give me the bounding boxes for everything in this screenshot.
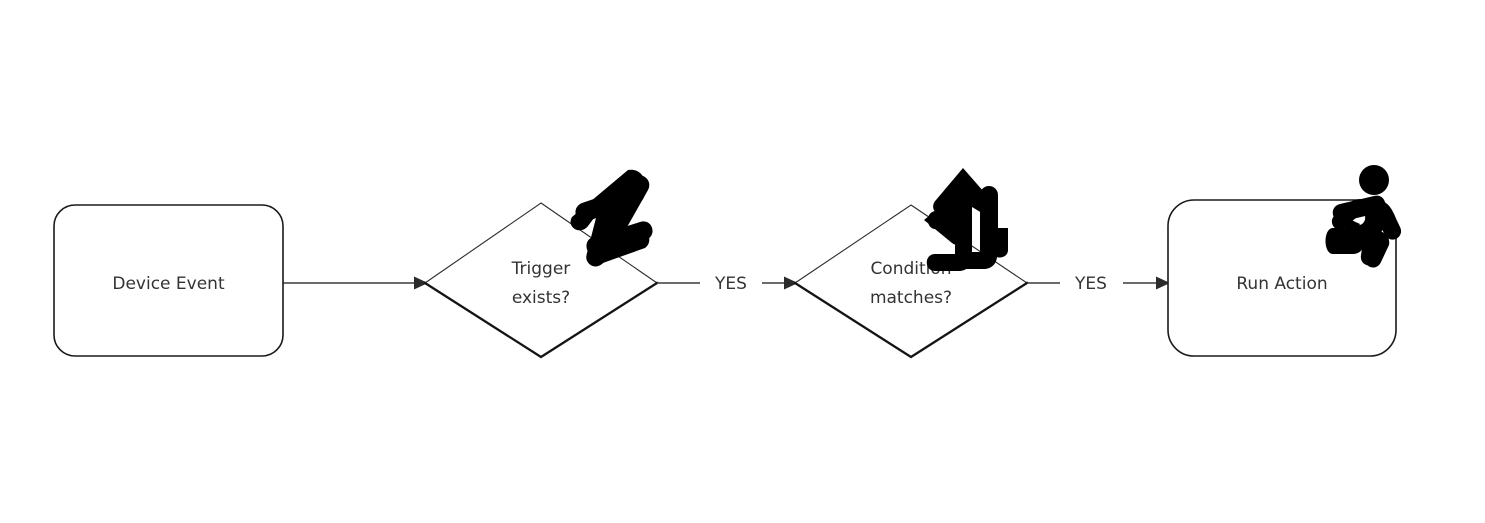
node-run-action[interactable]: Run Action (1167, 199, 1397, 357)
lightning-bolt-glyph-crossbar (575, 185, 645, 222)
runner-shoe (1325, 228, 1367, 254)
edge-trigger-to-condition: YES (657, 274, 798, 294)
trigger-exists-diamond-lower-edges (423, 281, 659, 359)
edge-condition-to-run-action: YES (1027, 274, 1170, 294)
trigger-exists-label-line1: Trigger (511, 259, 571, 279)
node-condition-matches[interactable]: Condition matches? (793, 204, 1029, 359)
branch-arrow-icon (924, 168, 1008, 271)
edge-2-arrowhead (784, 276, 798, 290)
edge-2-label-yes: YES (714, 274, 747, 294)
runner-leg-front (1364, 230, 1390, 268)
edge-3-label-yes: YES (1074, 274, 1107, 294)
runner-hip (1342, 219, 1360, 238)
edge-1-arrowhead (414, 276, 428, 290)
device-event-box[interactable] (53, 204, 284, 357)
trigger-exists-label-line2: exists? (512, 288, 570, 308)
lightning-bolt-glyph-tail (586, 232, 624, 267)
running-person-icon (1325, 165, 1402, 268)
edge-3-arrowhead (1156, 276, 1170, 290)
run-action-label: Run Action (1236, 274, 1327, 294)
edge-device-event-to-trigger (283, 276, 428, 290)
runner-arm-left (1332, 195, 1386, 222)
branch-arrow-right-stem (980, 186, 998, 254)
lightning-bolt-icon (570, 169, 653, 267)
node-device-event[interactable]: Device Event (53, 204, 284, 357)
device-event-label: Device Event (112, 274, 225, 294)
condition-matches-label-line2: matches? (870, 288, 952, 308)
branch-arrow-foot (954, 239, 997, 269)
branch-arrow-left-head (924, 194, 967, 246)
condition-matches-diamond-lower-edges (793, 281, 1029, 359)
runner-head (1359, 165, 1389, 195)
